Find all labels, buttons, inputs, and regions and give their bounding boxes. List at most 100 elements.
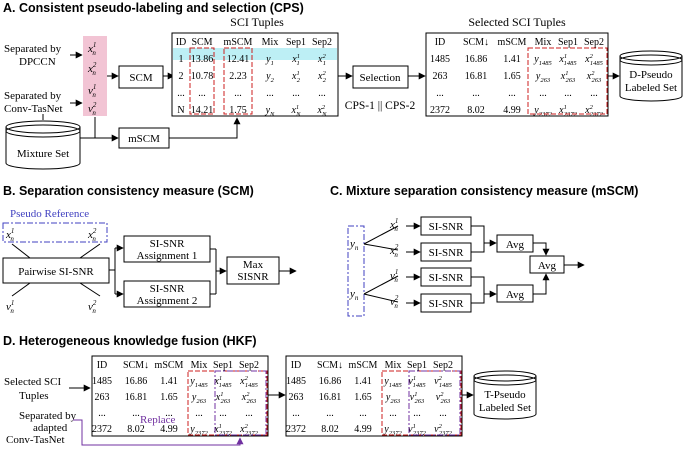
assignment1-box — [123, 235, 211, 263]
c-y-bottom: yn — [349, 288, 359, 302]
table-cell: ... — [359, 408, 367, 419]
mix-cell: y263 — [385, 392, 401, 405]
header-cell: Sep2 — [312, 37, 332, 48]
selected-sci-title: Selected SCI Tuples — [468, 15, 566, 29]
ellipsis-cell: ... — [195, 408, 203, 419]
header-cell: mSCM — [498, 37, 527, 48]
mix-cell: y2 — [265, 71, 274, 84]
mix-cell: y1485 — [189, 376, 208, 389]
header-cell: mSCM — [155, 360, 184, 371]
table-cell: 1.75 — [229, 105, 247, 116]
sci-tuples-table — [171, 32, 339, 117]
mix-cell: y263 — [191, 392, 207, 405]
ellipsis-cell: ... — [266, 88, 274, 99]
d-selected-line2: Tuples — [19, 390, 49, 402]
table-cell: 4.99 — [160, 424, 178, 435]
ellipsis-cell: ... — [389, 408, 397, 419]
sep-dpccn-line2: DPCCN — [19, 56, 56, 68]
sep-dpccn-line1: Separated by — [4, 43, 62, 55]
table-cell: 16.86 — [319, 376, 342, 387]
header-cell: Mix — [262, 37, 279, 48]
mix-cell: y2372 — [189, 424, 208, 437]
header-cell: ID — [435, 37, 446, 48]
assign1-line2: Assignment 1 — [137, 250, 198, 262]
cps-label: CPS-1 || CPS-2 — [345, 100, 416, 112]
header-cell: Sep1 — [558, 37, 578, 48]
header-cell: Sep2 — [584, 37, 604, 48]
header-cell: mSCM — [224, 37, 253, 48]
mixture-set-label: Mixture Set — [17, 148, 69, 160]
c-avg-2-label: Avg — [506, 289, 525, 301]
d-right-replace-outline — [408, 370, 461, 436]
replace-label: Replace — [140, 414, 176, 426]
mixture-set-cylinder — [5, 127, 81, 170]
c-y-top: yn — [349, 238, 359, 252]
header-cell: SCM↓ — [463, 37, 489, 48]
ellipsis-cell: ... — [292, 88, 300, 99]
table-cell: 14.21 — [191, 105, 214, 116]
tpseudo-line2: Labeled Set — [479, 402, 531, 414]
table-cell: 4.99 — [503, 105, 521, 116]
table-cell: 16.81 — [125, 392, 148, 403]
pseudo-reference-label: Pseudo Reference — [10, 208, 89, 220]
table-cell: 263 — [289, 392, 304, 403]
sci-tuples-title: SCI Tuples — [230, 15, 284, 29]
c-sisnr-3-label: SI-SNR — [429, 272, 465, 284]
mix-cell: yN — [265, 105, 275, 118]
mix-cell: y1485 — [533, 54, 552, 67]
table-cell: 16.81 — [465, 71, 488, 82]
table-cell: 1485 — [92, 376, 112, 387]
d-adapted-line2: adapted — [33, 422, 68, 434]
d-table-left — [91, 355, 269, 437]
table-cell: 1.65 — [160, 392, 178, 403]
header-cell: mSCM — [349, 360, 378, 371]
table-cell: 2372 — [92, 424, 112, 435]
tpseudo-cylinder — [473, 376, 537, 420]
selection-box — [352, 65, 409, 89]
assign2-line1: SI-SNR — [150, 283, 186, 295]
table-cell: 2372 — [430, 105, 450, 116]
c-sisnr-2-label: SI-SNR — [429, 247, 465, 259]
dpseudo-line1: D-Pseudo — [629, 69, 673, 81]
max-line1: Max — [243, 259, 264, 271]
ellipsis-cell: ... — [245, 408, 253, 419]
table-cell: ... — [508, 88, 516, 99]
header-cell: ID — [176, 37, 187, 48]
table-cell: 1485 — [430, 54, 450, 65]
table-cell: 1.65 — [354, 392, 372, 403]
ellipsis-cell: ... — [318, 88, 326, 99]
sep-conv-line2: Conv-TasNet — [4, 103, 63, 115]
table-cell: ... — [292, 408, 300, 419]
ellipsis-cell: ... — [564, 88, 572, 99]
assign1-line1: SI-SNR — [150, 238, 186, 250]
mix-cell: y2372 — [383, 424, 402, 437]
d-adapted-line1: Separated by — [19, 410, 77, 422]
table-cell: 1.41 — [503, 54, 521, 65]
